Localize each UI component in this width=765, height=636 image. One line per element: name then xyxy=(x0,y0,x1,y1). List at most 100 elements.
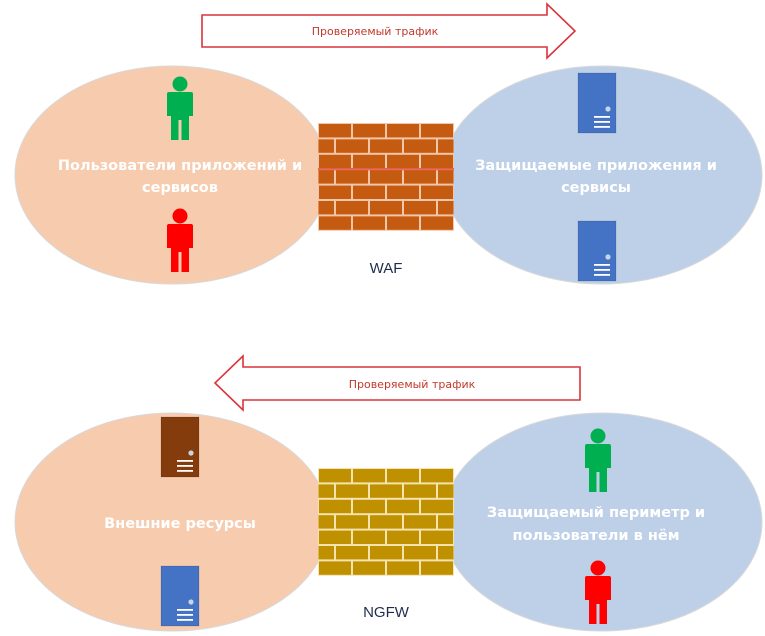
brick xyxy=(318,139,334,153)
brick xyxy=(353,124,385,138)
arrow-label: Проверяемый трафик xyxy=(312,25,439,38)
brick xyxy=(404,201,436,215)
server-vent-line xyxy=(594,264,610,266)
mortar-accent xyxy=(318,169,454,171)
ellipse-text-line-1: Пользователи приложений и xyxy=(58,158,302,174)
brick xyxy=(438,139,454,153)
brick xyxy=(336,139,368,153)
brick xyxy=(353,561,385,575)
server-brown-icon xyxy=(160,416,200,478)
brick xyxy=(336,201,368,215)
ellipse-text-line-1: Защищаемые приложения и xyxy=(475,158,717,174)
brick xyxy=(438,515,454,529)
brick xyxy=(353,154,385,169)
brick xyxy=(387,154,419,169)
server-vent-line xyxy=(177,619,193,621)
brick xyxy=(353,530,385,544)
traffic-arrow-left: Проверяемый трафик xyxy=(213,354,581,412)
brick xyxy=(336,170,368,184)
brick xyxy=(336,515,368,529)
external-resources-ellipse: Внешние ресурсы xyxy=(14,412,330,632)
brick xyxy=(353,499,385,514)
server-vent-line xyxy=(177,614,193,616)
server-vent-line xyxy=(177,460,193,462)
brick xyxy=(421,216,453,230)
brick xyxy=(421,561,453,575)
server-body xyxy=(577,220,617,282)
ellipse-text-line-2: пользователи в нём xyxy=(512,528,679,544)
server-vent-line xyxy=(177,609,193,611)
brick xyxy=(387,530,419,544)
server-vent-line xyxy=(594,269,610,271)
brick xyxy=(319,185,351,199)
brick xyxy=(319,499,351,514)
server-vent-line xyxy=(594,116,610,118)
brick xyxy=(421,469,453,483)
ellipse-text-line-2: сервисов xyxy=(142,180,218,196)
waf-section: Проверяемый трафик Пользователи приложен… xyxy=(14,2,763,285)
apps-ellipse: Защищаемые приложения и сервисы xyxy=(441,65,763,285)
server-blue-icon xyxy=(577,220,617,282)
ngfw-section: Проверяемый трафик Внешние ресурсы Защищ… xyxy=(14,354,763,632)
brick xyxy=(319,124,351,138)
brick-wall-icon xyxy=(318,468,454,576)
arrow-right-shape xyxy=(201,2,577,60)
brick xyxy=(421,530,453,544)
ellipse-text-line-1: Внешние ресурсы xyxy=(104,516,256,532)
brick xyxy=(319,530,351,544)
brick xyxy=(319,469,351,483)
server-blue-icon xyxy=(577,72,617,134)
perimeter-ellipse: Защищаемый периметр и пользователи в нём xyxy=(441,412,763,632)
server-vent-line xyxy=(594,274,610,276)
brick xyxy=(370,139,402,153)
brick xyxy=(421,124,453,138)
brick xyxy=(438,484,454,498)
brick xyxy=(404,484,436,498)
brick xyxy=(353,216,385,230)
brick xyxy=(336,484,368,498)
server-vent-line xyxy=(594,121,610,123)
server-blue-icon xyxy=(160,565,200,627)
brick xyxy=(319,154,351,169)
brick xyxy=(438,201,454,215)
brick xyxy=(370,515,402,529)
firewall-label-ngfw: NGFW xyxy=(363,604,410,621)
server-led xyxy=(605,106,611,112)
arrow-left-shape xyxy=(213,354,581,412)
firewall-label-waf: WAF xyxy=(370,260,403,277)
mortar-accent xyxy=(318,168,454,170)
brick xyxy=(387,124,419,138)
brick xyxy=(438,170,454,184)
brick xyxy=(318,201,334,215)
server-led xyxy=(188,450,194,456)
server-led xyxy=(605,254,611,260)
brick-wall-icon xyxy=(318,123,454,231)
arrow-label: Проверяемый трафик xyxy=(349,378,476,391)
brick xyxy=(370,170,402,184)
brick xyxy=(318,484,334,498)
brick xyxy=(387,499,419,514)
server-body xyxy=(160,565,200,627)
brick xyxy=(370,546,402,560)
ellipse-text-line-2: сервисы xyxy=(561,180,631,196)
server-body xyxy=(577,72,617,134)
server-body xyxy=(160,416,200,478)
brick xyxy=(421,154,453,169)
brick xyxy=(318,546,334,560)
traffic-arrow-right: Проверяемый трафик xyxy=(201,2,577,60)
server-vent-line xyxy=(177,465,193,467)
brick xyxy=(318,170,334,184)
brick xyxy=(370,484,402,498)
brick xyxy=(318,515,334,529)
brick xyxy=(353,185,385,199)
brick xyxy=(387,185,419,199)
brick xyxy=(438,546,454,560)
brick xyxy=(421,499,453,514)
brick xyxy=(336,546,368,560)
brick xyxy=(404,546,436,560)
users-ellipse: Пользователи приложений и сервисов xyxy=(14,65,330,285)
brick xyxy=(319,216,351,230)
brick xyxy=(404,170,436,184)
brick xyxy=(387,216,419,230)
